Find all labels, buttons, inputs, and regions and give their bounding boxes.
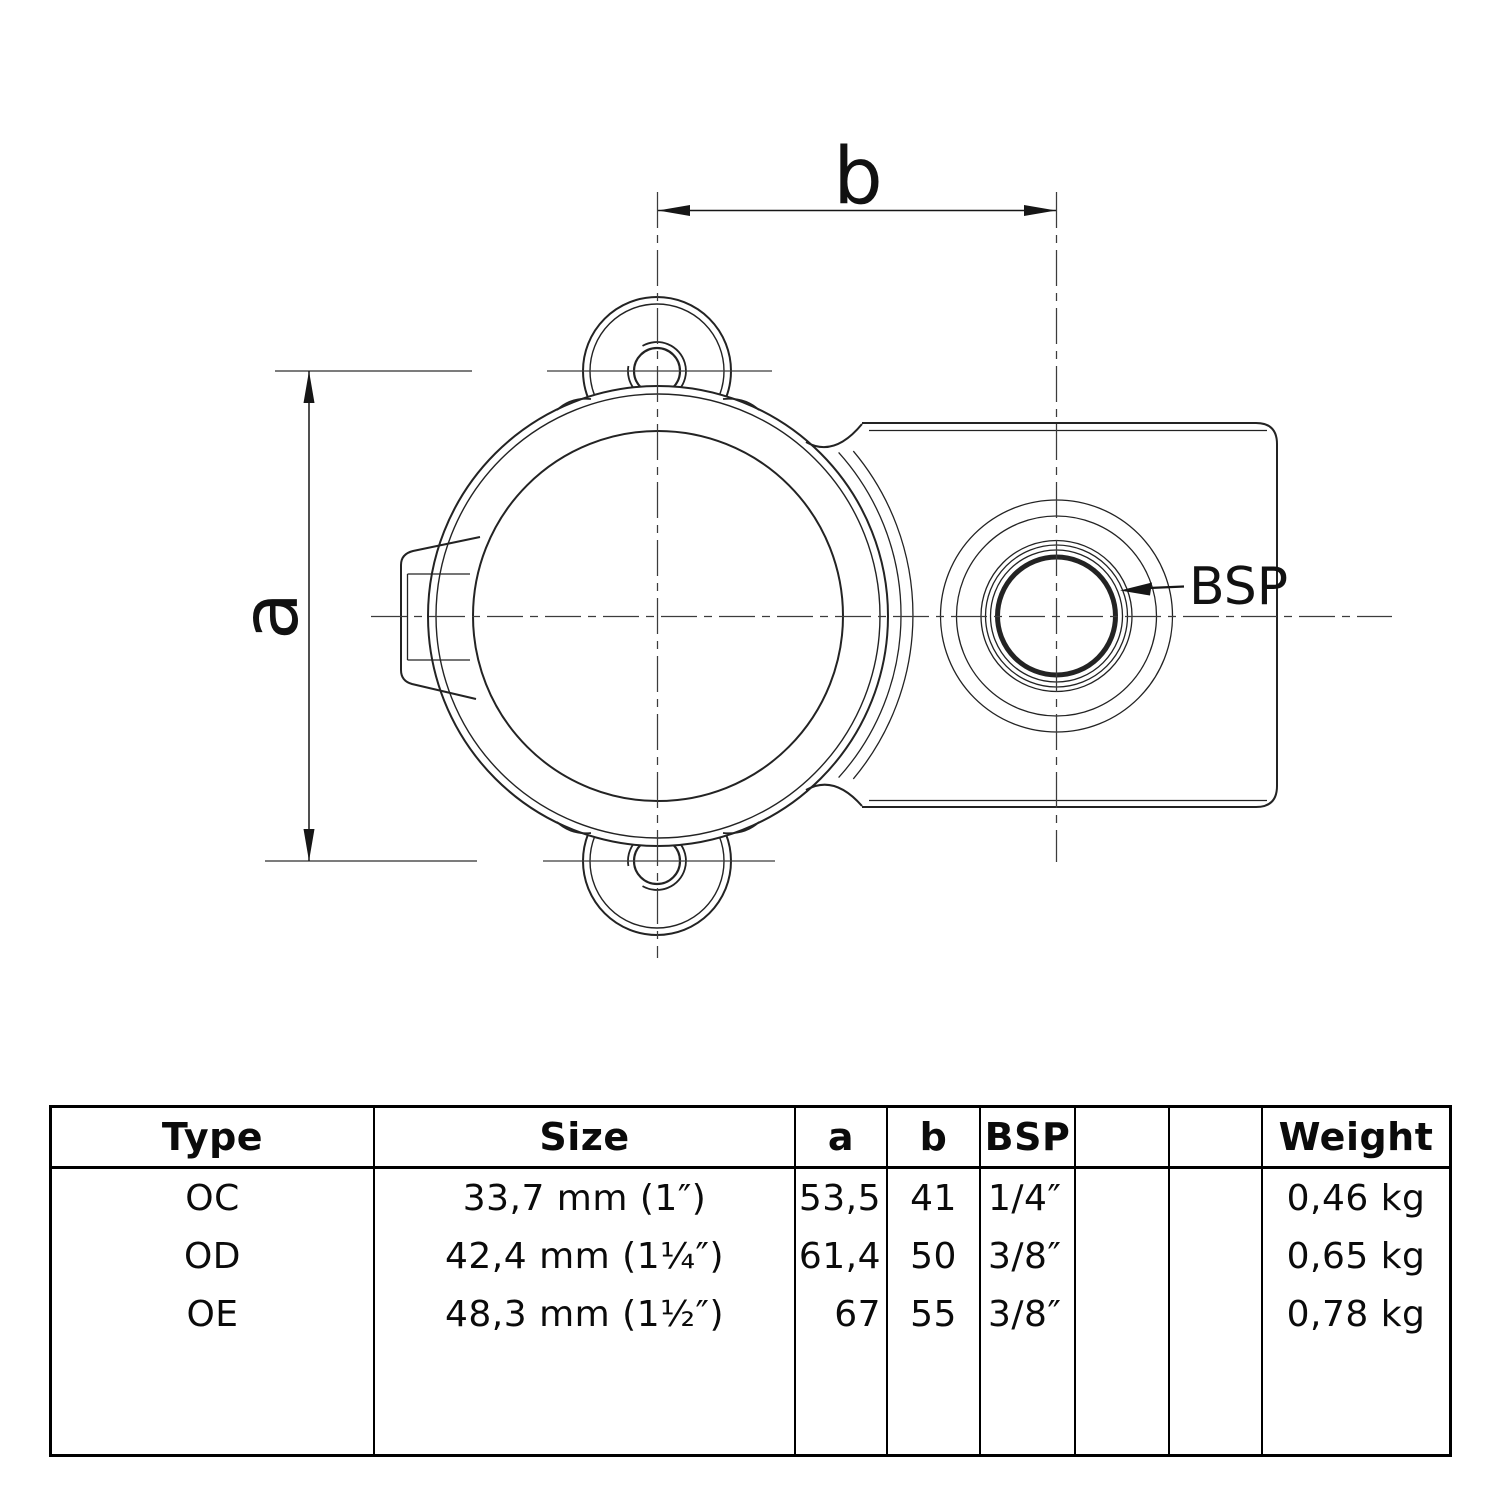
table-cell-1-1: 42,4 mm (1¼″) [375,1227,796,1285]
dim-b-label: b [833,132,883,222]
dim-a-label: a [226,592,316,640]
bsp-arrow-line [1148,585,1185,590]
top-lug-left-fillet [556,397,592,411]
table-filler-6 [1170,1343,1263,1454]
table-cell-0-0: OC [52,1169,375,1227]
body-shoulder-arc-inner [838,451,902,779]
bsp-callout: BSP [1120,557,1288,617]
centerlines [371,192,1392,958]
boss-outline [400,536,481,700]
table-filler-7 [1263,1343,1449,1454]
table-cell-0-2: 53,5 [796,1169,888,1227]
table-cell-2-5 [1076,1285,1170,1343]
table-header-5 [1076,1108,1170,1169]
bottom-lug-left-fillet [556,821,592,835]
table-cell-2-2: 67 [796,1285,888,1343]
table-filler-2 [796,1343,888,1454]
table-header-3: b [888,1108,981,1169]
table-filler-1 [375,1343,796,1454]
table-cell-0-7: 0,46 kg [1286,1177,1426,1219]
table-cell-1-3: 50 [888,1227,981,1285]
body-outline [862,422,1278,808]
bsp-arrow-head [1120,582,1152,596]
bsp-label: BSP [1189,557,1288,617]
table-cell-2-1: 48,3 mm (1½″) [375,1285,796,1343]
table-cell-2-6 [1170,1285,1263,1343]
boss-contour [400,536,481,700]
table-cell-2-3: 55 [888,1285,981,1343]
table-cell-1-5 [1076,1227,1170,1285]
table-header-6 [1170,1108,1263,1169]
table-header-4: BSP [981,1108,1076,1169]
table-cell-1-6 [1170,1227,1263,1285]
dim-b-arrow-right [1024,205,1056,216]
top-saddle-curve [805,423,863,449]
table-cell-0-6 [1170,1169,1263,1227]
table-cell-2-0: OE [52,1285,375,1343]
bottom-lug-right-fillet [722,821,760,835]
table-filler-4 [981,1343,1076,1454]
dim-a-arrow-up [303,371,315,403]
table-header-7: Weight [1263,1108,1449,1169]
table-cell-0-3: 41 [888,1169,981,1227]
bottom-saddle-curve [805,783,863,807]
table-cell-1-2: 61,4 [796,1227,888,1285]
table-cell-0-4: 1/4″ [981,1169,1076,1227]
table-filler-0 [52,1343,375,1454]
table-cell-0-1: 33,7 mm (1″) [375,1169,796,1227]
technical-drawing: a b BSP [226,132,1392,958]
table-cell-1-0: OD [52,1227,375,1285]
dimension-b: b [658,132,1056,222]
table-filler-5 [1076,1343,1170,1454]
top-lug-right-fillet [722,397,760,411]
table-cell-1-7: 0,65 kg [1286,1235,1426,1277]
dim-b-arrow-left [658,205,690,216]
dimension-a: a [226,370,477,862]
table-cell-2-7: 0,78 kg [1286,1293,1426,1335]
table-cell-2-4: 3/8″ [981,1285,1076,1343]
table-header-2: a [796,1108,888,1169]
table-filler-3 [888,1343,981,1454]
table-header-0: Type [52,1108,375,1169]
fillets [556,397,863,835]
dim-a-arrow-down [303,829,315,861]
table-cell-1-4: 3/8″ [981,1227,1076,1285]
table-header-1: Size [375,1108,796,1169]
table-cell-0-5 [1076,1169,1170,1227]
body-shoulder-arc-outer [852,450,914,780]
